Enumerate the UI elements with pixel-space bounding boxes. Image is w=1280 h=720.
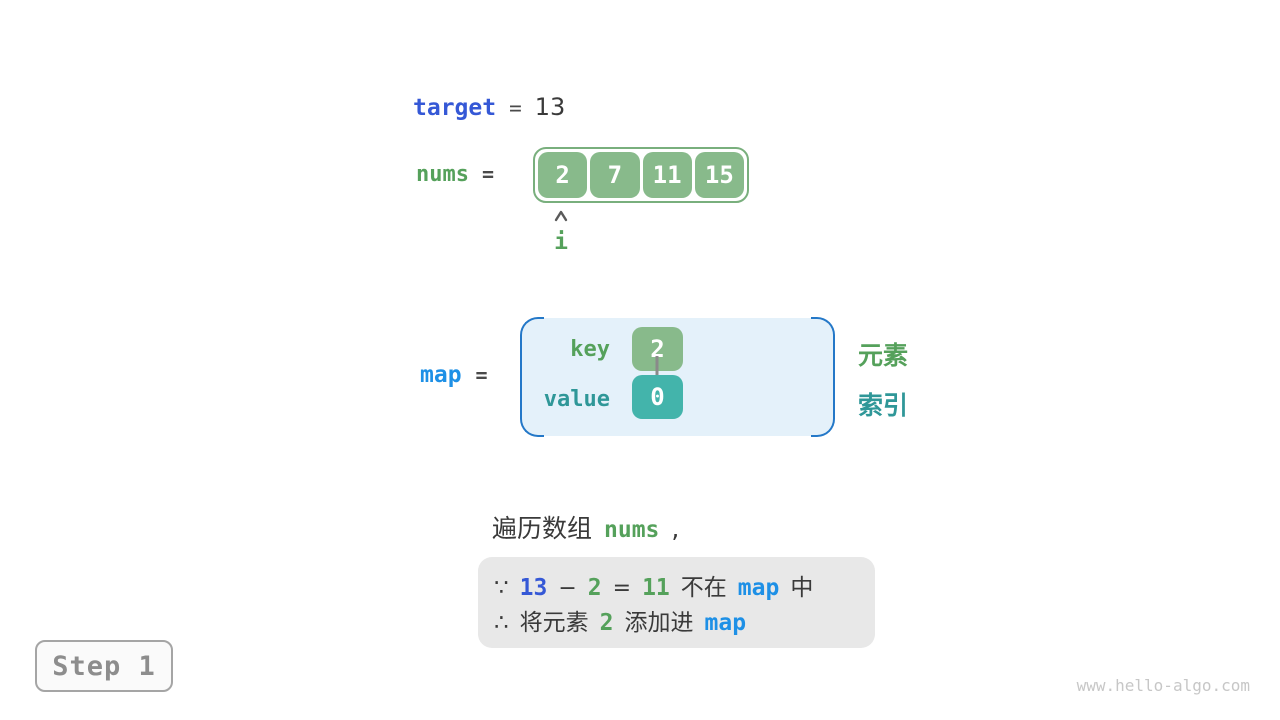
map-value-cell: 0	[632, 375, 683, 419]
map-expression: map =	[420, 362, 488, 388]
map-code-ref-1: map	[737, 575, 780, 601]
nums-equals: =	[481, 162, 495, 186]
map-key-label: key	[570, 337, 610, 362]
map-keyword: map	[420, 362, 462, 388]
in-suffix-text: 中	[790, 575, 814, 601]
step-label: Step 1	[52, 650, 156, 682]
add-action-text: 添加进	[624, 610, 694, 636]
map-key-cell: 2	[632, 327, 683, 371]
watermark: www.hello-algo.com	[1076, 676, 1250, 695]
caption-nums-code: nums	[604, 517, 660, 543]
nums-expression: nums =	[416, 162, 494, 187]
caption-prefix: 遍历数组	[492, 514, 593, 543]
minus-sign: −	[558, 576, 577, 601]
map-right-bracket	[811, 317, 835, 437]
array-cell-3: 15	[694, 152, 744, 198]
target-expression: target = 13	[413, 93, 565, 121]
index-pointer-icon	[554, 210, 568, 222]
array-cell-2: 11	[642, 152, 692, 198]
element-2: 2	[599, 610, 614, 636]
step-badge: Step 1	[35, 640, 173, 692]
target-keyword: target	[413, 95, 497, 121]
therefore-sign: ∴	[494, 610, 509, 636]
note-line-1: ∵ 13 − 2 = 11 不在 map 中	[494, 568, 875, 603]
difference-11: 11	[642, 575, 670, 601]
caption-line: 遍历数组 nums ,	[492, 509, 679, 545]
equals-sign: =	[612, 576, 632, 601]
caption-comma: ,	[671, 514, 680, 543]
array-cell-0: 2	[538, 152, 588, 198]
nums-array: 2 7 11 15	[533, 147, 749, 203]
array-cell-1: 7	[590, 152, 640, 198]
map-code-ref-2: map	[704, 610, 747, 636]
map-container: key 2 value 0	[520, 317, 835, 437]
map-left-bracket	[520, 317, 544, 437]
map-equals: =	[475, 363, 488, 387]
minuend-13: 13	[519, 575, 548, 601]
subtrahend-2: 2	[587, 575, 602, 601]
reasoning-note-box: ∵ 13 − 2 = 11 不在 map 中 ∴ 将元素 2 添加进 map	[478, 557, 875, 648]
because-sign: ∵	[494, 575, 509, 601]
target-equals: =	[509, 96, 522, 120]
index-i-label: i	[554, 229, 568, 255]
not-in-text: 不在	[680, 575, 727, 601]
target-value: 13	[534, 93, 566, 121]
note-line-2: ∴ 将元素 2 添加进 map	[494, 603, 875, 638]
index-annotation: 索引	[858, 391, 909, 420]
element-annotation: 元素	[858, 341, 909, 370]
map-value-label: value	[543, 387, 610, 412]
nums-keyword: nums	[416, 162, 469, 187]
add-prefix-text: 将元素	[519, 610, 589, 636]
